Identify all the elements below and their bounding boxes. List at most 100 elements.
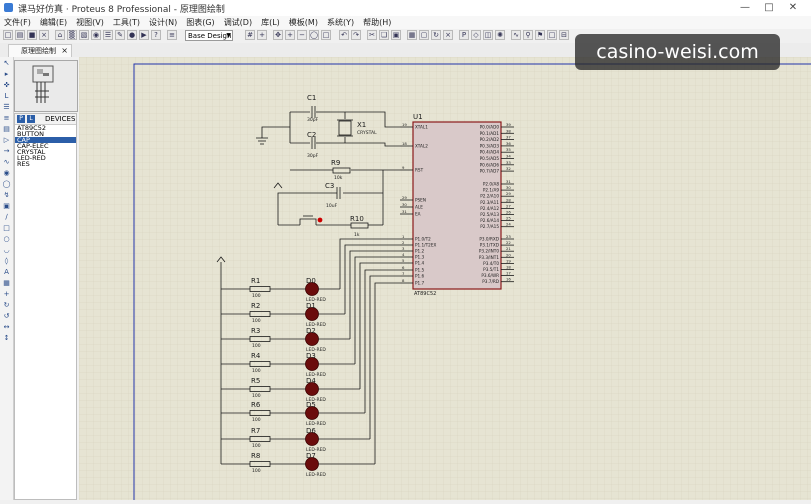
component-mode-icon[interactable]: ▸ [4, 70, 9, 78]
new-icon[interactable]: □ [3, 30, 13, 40]
mcu-ref: U1 [413, 113, 423, 121]
instrument-icon[interactable]: ▣ [3, 202, 10, 210]
device-list-item[interactable]: CRYSTAL [17, 148, 46, 156]
save-icon[interactable]: ■ [27, 30, 37, 40]
remove-sheet-icon[interactable]: ⊟ [559, 30, 569, 40]
minimize-button[interactable]: — [740, 2, 750, 13]
menu-edit[interactable]: 编辑(E) [39, 18, 68, 27]
undo-icon[interactable]: ↶ [339, 30, 349, 40]
led-ref: D0 [306, 277, 316, 285]
text-script-icon[interactable]: ☰ [3, 103, 10, 111]
selection-mode-icon[interactable]: ↖ [3, 59, 10, 67]
menu-debug[interactable]: 调试(D) [223, 18, 253, 27]
device-list-item[interactable]: BUTTON [17, 130, 45, 138]
circle-icon[interactable]: ○ [3, 235, 10, 243]
block-rotate-icon[interactable]: ↻ [431, 30, 441, 40]
search-icon[interactable]: ⚲ [523, 30, 533, 40]
tape-icon[interactable]: ◉ [3, 169, 10, 177]
zoom-icon[interactable]: ● [127, 30, 137, 40]
gerber-icon[interactable]: ◉ [91, 30, 101, 40]
arc-icon[interactable]: ◡ [3, 246, 10, 254]
library-manager-button[interactable]: L [27, 115, 35, 123]
line-icon[interactable]: ∕ [5, 213, 8, 221]
graph-icon[interactable]: ∿ [3, 158, 10, 166]
menu-design[interactable]: 设计(N) [149, 18, 178, 27]
flip-icon[interactable]: ↕ [3, 334, 10, 342]
menu-library[interactable]: 库(L) [261, 18, 280, 27]
device-list-item[interactable]: CAP-ELEC [17, 142, 49, 150]
overview-preview[interactable] [14, 60, 78, 112]
run-icon[interactable]: ▶ [139, 30, 149, 40]
pick-device-icon[interactable]: P [459, 30, 469, 40]
rotate-ccw-icon[interactable]: ↺ [3, 312, 10, 320]
make-device-icon[interactable]: ◇ [471, 30, 481, 40]
menu-system[interactable]: 系统(Y) [326, 18, 355, 27]
grid-icon[interactable]: # [245, 30, 255, 40]
symbol-icon[interactable]: ▦ [3, 279, 10, 287]
wire-label-icon[interactable]: L [4, 92, 9, 100]
mcu-pin-number: 18 [402, 141, 407, 146]
property-tool-icon[interactable]: ⚑ [535, 30, 545, 40]
block-move-icon[interactable]: ▢ [419, 30, 429, 40]
subcircuit-icon[interactable]: ▤ [3, 125, 10, 133]
block-delete-icon[interactable]: × [443, 30, 453, 40]
rotate-cw-icon[interactable]: ↻ [3, 301, 10, 309]
pick-devices-button[interactable]: P [17, 115, 25, 123]
device-list-item[interactable]: RES [17, 160, 30, 168]
wire-autorouter-icon[interactable]: ∿ [511, 30, 521, 40]
source-icon[interactable]: ✎ [115, 30, 125, 40]
block-copy-icon[interactable]: ▦ [407, 30, 417, 40]
bom-icon[interactable]: ☰ [103, 30, 113, 40]
box-icon[interactable]: □ [3, 224, 10, 232]
r10-ref: R10 [350, 215, 364, 223]
pan-icon[interactable]: ✥ [273, 30, 283, 40]
r10-body [350, 222, 369, 229]
device-list-item[interactable]: LED-RED [17, 154, 46, 162]
text-icon[interactable]: A [4, 268, 9, 276]
pin-icon[interactable]: → [3, 147, 10, 155]
zoom-area-icon[interactable]: □ [321, 30, 331, 40]
marker-icon[interactable]: + [3, 290, 10, 298]
design-variant-select[interactable]: Base Design▼ [185, 30, 233, 41]
copy-icon[interactable]: ❏ [379, 30, 389, 40]
mcu-pin-number: 2 [402, 240, 405, 245]
close-icon[interactable]: × [61, 46, 68, 55]
menu-template[interactable]: 模板(M) [288, 18, 318, 27]
netlist-icon[interactable]: ≡ [167, 30, 177, 40]
schematic-icon[interactable]: ▒ [67, 30, 77, 40]
pcb-icon[interactable]: ▧ [79, 30, 89, 40]
generator-icon[interactable]: ◯ [2, 180, 11, 188]
terminal-icon[interactable]: ▷ [3, 136, 10, 144]
zoom-out-icon[interactable]: − [297, 30, 307, 40]
junction-icon[interactable]: ✜ [3, 81, 10, 89]
device-list-item-selected[interactable]: CAP [15, 137, 76, 143]
probe-icon[interactable]: ↯ [3, 191, 10, 199]
tab-schematic[interactable]: 原理图绘制× [8, 44, 72, 57]
close-project-icon[interactable]: × [39, 30, 49, 40]
device-list-item[interactable]: AT89C52 [17, 124, 46, 132]
bus-icon[interactable]: ≡ [3, 114, 10, 122]
menu-tools[interactable]: 工具(T) [112, 18, 140, 27]
mirror-icon[interactable]: ↔ [3, 323, 10, 331]
menu-help[interactable]: 帮助(H) [363, 18, 392, 27]
menu-view[interactable]: 视图(V) [76, 18, 104, 27]
maximize-button[interactable]: □ [764, 2, 774, 13]
menu-graph[interactable]: 图表(G) [186, 18, 215, 27]
open-icon[interactable]: ▤ [15, 30, 25, 40]
decompose-icon[interactable]: ✺ [495, 30, 505, 40]
close-button[interactable]: ✕ [788, 2, 798, 13]
path-icon[interactable]: ◊ [4, 257, 9, 265]
zoom-in-icon[interactable]: + [285, 30, 295, 40]
redo-icon[interactable]: ↷ [351, 30, 361, 40]
new-sheet-icon[interactable]: □ [547, 30, 557, 40]
paste-icon[interactable]: ▣ [391, 30, 401, 40]
help-icon[interactable]: ? [151, 30, 161, 40]
home-icon[interactable]: ⌂ [55, 30, 65, 40]
origin-icon[interactable]: + [257, 30, 267, 40]
zoom-all-icon[interactable]: ◯ [309, 30, 319, 40]
pack-device-icon[interactable]: ◫ [483, 30, 493, 40]
wire-xtal2 [330, 142, 400, 147]
cut-icon[interactable]: ✂ [367, 30, 377, 40]
menu-file[interactable]: 文件(F) [4, 18, 31, 27]
